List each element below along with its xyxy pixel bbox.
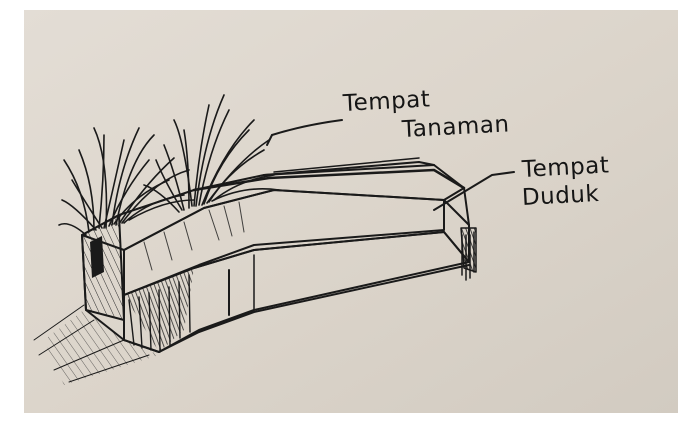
label-planter-line1: Tempat xyxy=(342,87,431,117)
sketch-photo xyxy=(24,10,678,413)
label-seat-line2: Duduk xyxy=(521,182,599,211)
label-seat-line1: Tempat xyxy=(521,153,610,183)
bench-planter-sketch xyxy=(24,10,678,413)
